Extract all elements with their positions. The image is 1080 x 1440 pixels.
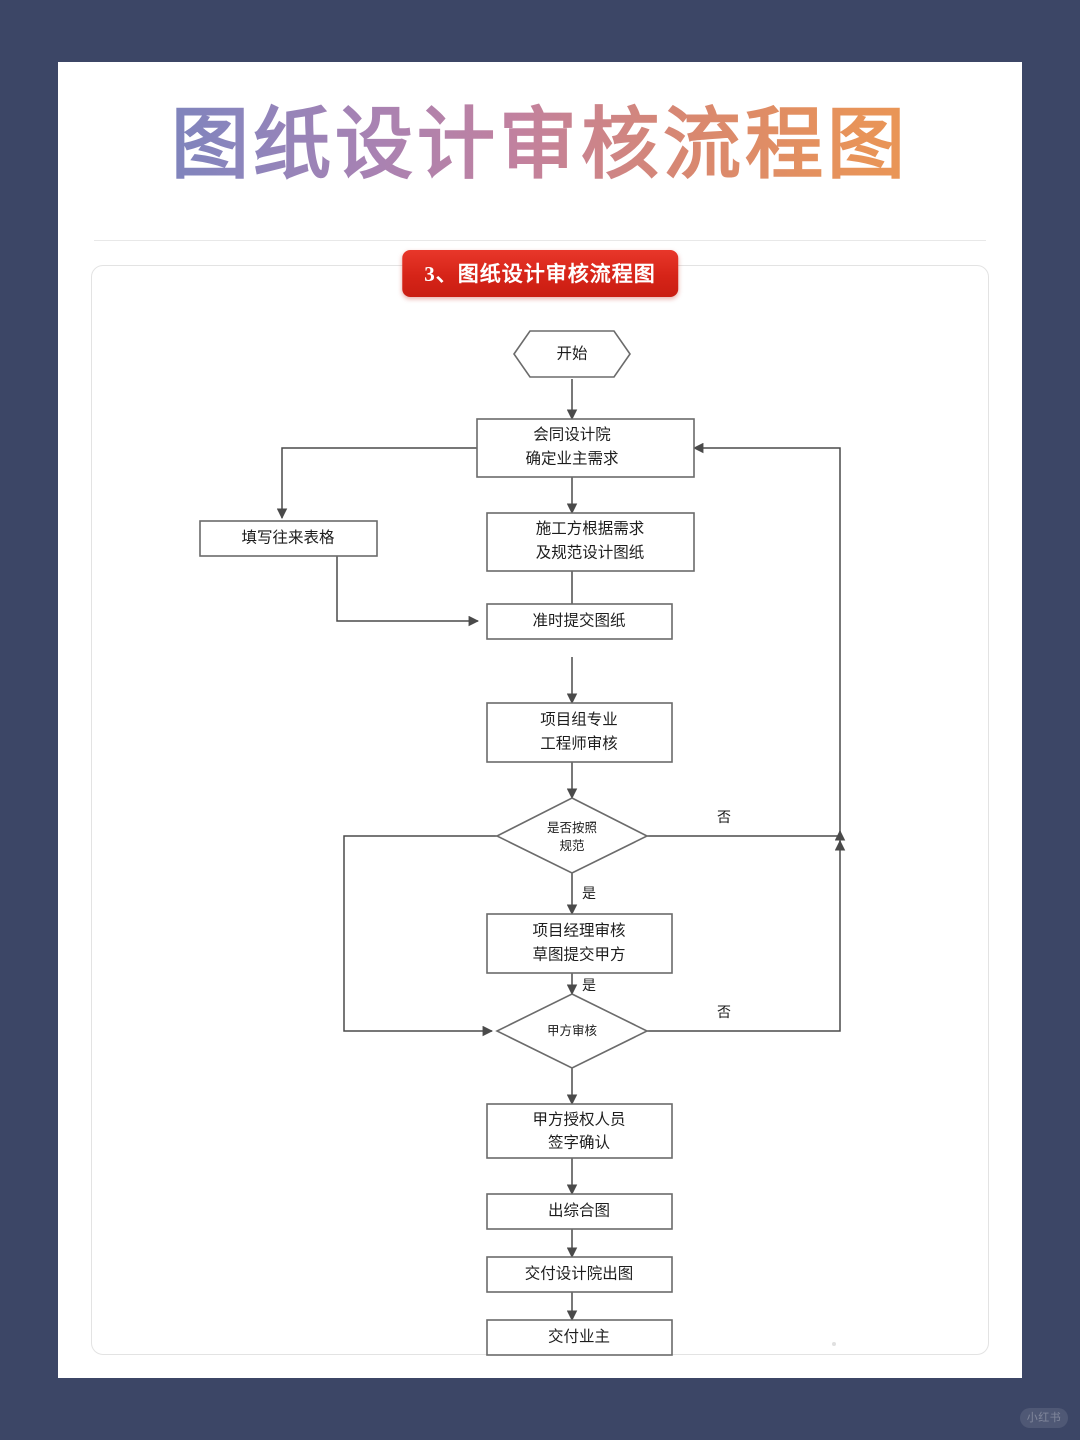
- node-fill-correspondence-form[interactable]: 填写往来表格: [199, 520, 378, 557]
- flowchart-canvas: 否 是 是 否 开始 会同设计院 确定业主需求 填写往来表格: [199, 330, 846, 1356]
- node-n8-label: 交付设计院出图: [525, 1264, 634, 1283]
- node-n4-shape: [486, 702, 673, 763]
- node-n3-shape: [486, 603, 673, 640]
- node-start-label: 开始: [556, 345, 588, 363]
- node-start[interactable]: 开始: [513, 330, 631, 378]
- node-decision-meets-standard[interactable]: 是否按照 规范: [495, 797, 649, 874]
- node-n9-shape: [486, 1319, 673, 1356]
- node-n2-label-line1: 施工方根据需求: [536, 520, 645, 538]
- node-n5-shape: [486, 913, 673, 974]
- edge-label-n5-yes: 是: [582, 979, 596, 994]
- page-title: 图纸设计审核流程图: [58, 100, 1022, 190]
- card-decoration-dot: [832, 1342, 836, 1346]
- node-n6-shape: [486, 1103, 673, 1159]
- node-n2-label-line2: 及规范设计图纸: [536, 544, 645, 562]
- node-d1-label-line2: 规范: [559, 838, 584, 853]
- node-form-shape: [199, 520, 378, 557]
- node-n4-label-line1: 项目组专业: [540, 711, 618, 729]
- flowchart-card: 3、图纸设计审核流程图: [91, 250, 989, 1356]
- node-d2-label: 甲方审核: [547, 1023, 598, 1038]
- node-n8-shape: [486, 1256, 673, 1293]
- node-client-sign-off[interactable]: 甲方授权人员 签字确认: [486, 1103, 673, 1159]
- node-d2-shape: [495, 993, 649, 1069]
- node-n2-shape: [486, 512, 695, 572]
- edge-form-to-n3: [336, 556, 480, 627]
- node-deliver-to-owner[interactable]: 交付业主: [486, 1319, 673, 1356]
- node-produce-composite-drawing[interactable]: 出综合图: [486, 1193, 673, 1230]
- node-submit-drawings-on-time[interactable]: 准时提交图纸: [486, 603, 673, 640]
- title-block: 图纸设计审核流程图: [58, 100, 1022, 190]
- edge-d1-left-to-d2: [343, 835, 497, 1037]
- node-start-shape: [513, 330, 631, 378]
- node-pm-review-submit-draft[interactable]: 项目经理审核 草图提交甲方: [486, 913, 673, 974]
- node-n9-label: 交付业主: [548, 1328, 610, 1346]
- node-d1-shape: [495, 797, 649, 874]
- node-n5-label-line2: 草图提交甲方: [532, 946, 625, 964]
- node-n5-label-line1: 项目经理审核: [532, 922, 625, 940]
- watermark-badge: 小红书: [1020, 1408, 1068, 1428]
- node-contractor-designs-drawings[interactable]: 施工方根据需求 及规范设计图纸: [486, 512, 695, 572]
- node-n6-label-line2: 签字确认: [548, 1134, 610, 1152]
- edge-d2-no-to-n1: [647, 839, 846, 1032]
- node-deliver-to-design-institute[interactable]: 交付设计院出图: [486, 1256, 673, 1293]
- node-form-label: 填写往来表格: [241, 529, 335, 547]
- node-n4-label-line2: 工程师审核: [540, 735, 618, 753]
- edge-d1-no-to-n1: [647, 442, 841, 837]
- node-n3-label: 准时提交图纸: [532, 612, 625, 630]
- node-n7-shape: [486, 1193, 673, 1230]
- node-n7-label: 出综合图: [548, 1202, 610, 1220]
- edge-label-d1-no: 否: [717, 811, 731, 826]
- node-n6-label-line1: 甲方授权人员: [532, 1111, 625, 1129]
- page-card: 图纸设计审核流程图 3、图纸设计审核流程图: [58, 62, 1022, 1378]
- section-banner: 3、图纸设计审核流程图: [402, 250, 678, 297]
- edge-label-d2-no: 否: [717, 1006, 731, 1021]
- title-divider: [94, 240, 986, 241]
- node-decision-client-review[interactable]: 甲方审核: [495, 993, 649, 1069]
- node-n1-label-line2: 确定业主需求: [525, 450, 618, 468]
- node-d1-label-line1: 是否按照: [547, 821, 597, 835]
- node-n1-label-line1: 会同设计院: [533, 425, 611, 444]
- node-n1-shape: [476, 418, 695, 478]
- node-project-engineer-review[interactable]: 项目组专业 工程师审核: [486, 702, 673, 763]
- edge-n1-to-form: [276, 447, 477, 520]
- node-contract-design-institute[interactable]: 会同设计院 确定业主需求: [476, 418, 695, 478]
- edge-label-d1-yes: 是: [582, 887, 596, 902]
